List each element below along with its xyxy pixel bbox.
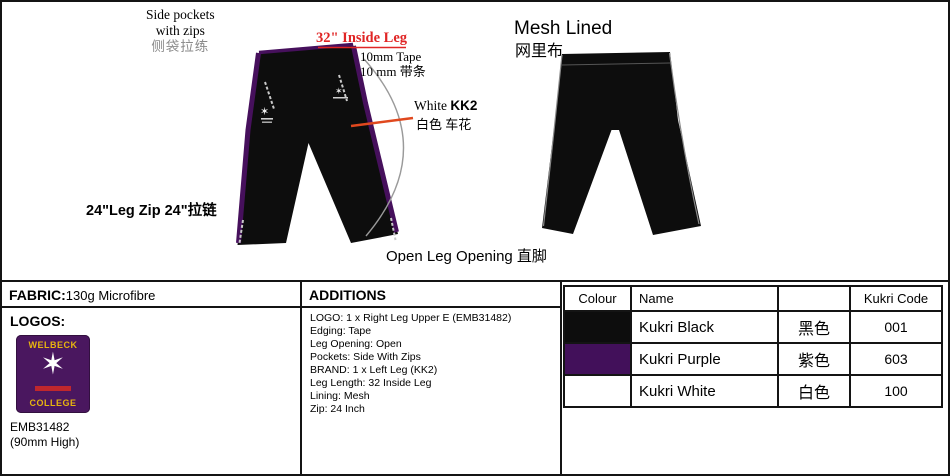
- back-trousers: [542, 52, 701, 235]
- badge-top-text: WELBECK: [28, 340, 78, 350]
- inside-leg-note: 32" Inside Leg: [316, 30, 408, 46]
- svg-text:✶: ✶: [335, 86, 343, 96]
- additions-item: Lining: Mesh: [310, 390, 370, 402]
- tape-line2: 10 mm 带条: [360, 64, 426, 80]
- colour-zh: 紫色: [777, 342, 851, 376]
- back-seam-left: [542, 54, 563, 227]
- colour-row-white: Kukri White 白色 100: [563, 374, 943, 408]
- leg-zip-right-icon: [390, 217, 397, 241]
- front-trousers: ✶ ✶: [236, 42, 399, 245]
- leg-zip-left-icon: [238, 219, 244, 244]
- additions-title: ADDITIONS: [302, 282, 560, 308]
- tape-line1: 10mm Tape: [360, 49, 422, 64]
- white-swatch: [565, 376, 630, 406]
- kk2-code: KK2: [450, 98, 478, 113]
- tape-note: 10mm Tape 10 mm 带条: [360, 49, 426, 80]
- colour-name: Kukri White: [630, 374, 779, 408]
- additions-item: Edging: Tape: [310, 325, 372, 337]
- inside-leg-measure-curve: [363, 58, 405, 237]
- back-silhouette: [542, 52, 701, 235]
- additions-item: Pockets: Side With Zips: [310, 351, 421, 363]
- additions-item: Zip: 24 Inch: [310, 403, 365, 415]
- colour-zh: 黑色: [777, 310, 851, 344]
- side-pockets-line1: Side pockets: [146, 7, 215, 22]
- white-label: White: [414, 98, 447, 113]
- crest-star-icon: ✶: [40, 348, 66, 381]
- fabric-label: FABRIC:: [9, 287, 66, 303]
- pocket-zip-right-icon: [338, 74, 348, 102]
- additions-item: BRAND: 1 x Left Leg (KK2): [310, 364, 438, 376]
- colour-code: 100: [849, 374, 943, 408]
- leg-zip-note: 24"Leg Zip 24"拉链: [86, 203, 217, 219]
- colour-zh: 白色: [777, 374, 851, 408]
- colour-table-header-row: Colour Name Kukri Code: [563, 285, 943, 312]
- waistband-trim: [258, 42, 354, 55]
- white-kk2-zh: 白色 车花: [416, 117, 472, 132]
- purple-stripe-left: [236, 52, 261, 244]
- left-leg-crest-icon: ✶: [260, 106, 273, 123]
- front-silhouette: [237, 44, 398, 245]
- mesh-lined-zh: 网里布: [515, 43, 564, 60]
- back-seam-right: [668, 52, 700, 225]
- garment-drawing-area: ✶ ✶ Side pockets: [2, 2, 948, 280]
- svg-text:✶: ✶: [260, 106, 269, 118]
- badge-bottom-text: COLLEGE: [29, 398, 77, 408]
- side-pockets-line2: with zips: [155, 22, 205, 38]
- open-leg-note: Open Leg Opening 直脚: [386, 248, 547, 265]
- code-header: Kukri Code: [849, 285, 943, 312]
- fabric-value: 130g Microfibre: [65, 288, 156, 303]
- mesh-lined-note: Mesh Lined: [514, 18, 613, 39]
- name-header: Name: [630, 285, 779, 312]
- spec-section: FABRIC:130g Microfibre LOGOS: WELBECK ✶ …: [2, 280, 948, 474]
- logo-height: (90mm High): [10, 435, 80, 449]
- logos-block: LOGOS: WELBECK ✶ COLLEGE EMB31482 (90mm …: [2, 308, 300, 450]
- additions-item: Leg Length: 32 Inside Leg: [310, 377, 432, 389]
- purple-swatch: [565, 344, 630, 374]
- fabric-row: FABRIC:130g Microfibre: [2, 282, 300, 308]
- logos-label: LOGOS:: [10, 313, 66, 329]
- fabric-logos-column: FABRIC:130g Microfibre LOGOS: WELBECK ✶ …: [2, 282, 302, 474]
- colour-row-black: Kukri Black 黑色 001: [563, 310, 943, 344]
- additions-column: ADDITIONS LOGO: 1 x Right Leg Upper E (E…: [302, 282, 562, 474]
- garment-drawing: ✶ ✶: [236, 42, 701, 245]
- additions-list: LOGO: 1 x Right Leg Upper E (EMB31482) E…: [302, 308, 560, 420]
- colour-row-purple: Kukri Purple 紫色 603: [563, 342, 943, 376]
- kk2-pointer-line: [350, 116, 414, 128]
- logo-code: EMB31482: [10, 420, 70, 434]
- right-leg-brand-icon: ✶: [333, 86, 348, 99]
- colour-table: Colour Name Kukri Code Kukri Black 黑色 00…: [563, 285, 943, 408]
- colour-name: Kukri Black: [630, 310, 779, 344]
- colour-code: 001: [849, 310, 943, 344]
- colour-code: 603: [849, 342, 943, 376]
- crest-ribbon-icon: [35, 386, 71, 391]
- back-waistband-line: [561, 62, 671, 66]
- additions-item: LOGO: 1 x Right Leg Upper E (EMB31482): [310, 312, 512, 324]
- zh-header: [777, 285, 851, 312]
- college-crest-badge: WELBECK ✶ COLLEGE: [16, 335, 90, 413]
- side-pockets-note: Side pockets with zips 侧袋拉练: [146, 7, 215, 55]
- additions-item: Leg Opening: Open: [310, 338, 402, 350]
- black-swatch: [565, 312, 630, 342]
- purple-stripe-right: [351, 45, 399, 233]
- white-kk2-note: White KK2: [414, 98, 477, 114]
- colour-name: Kukri Purple: [630, 342, 779, 376]
- side-pockets-zh: 侧袋拉练: [151, 38, 210, 54]
- colour-column: Colour Name Kukri Code Kukri Black 黑色 00…: [562, 282, 948, 474]
- colour-header: Colour: [563, 285, 632, 312]
